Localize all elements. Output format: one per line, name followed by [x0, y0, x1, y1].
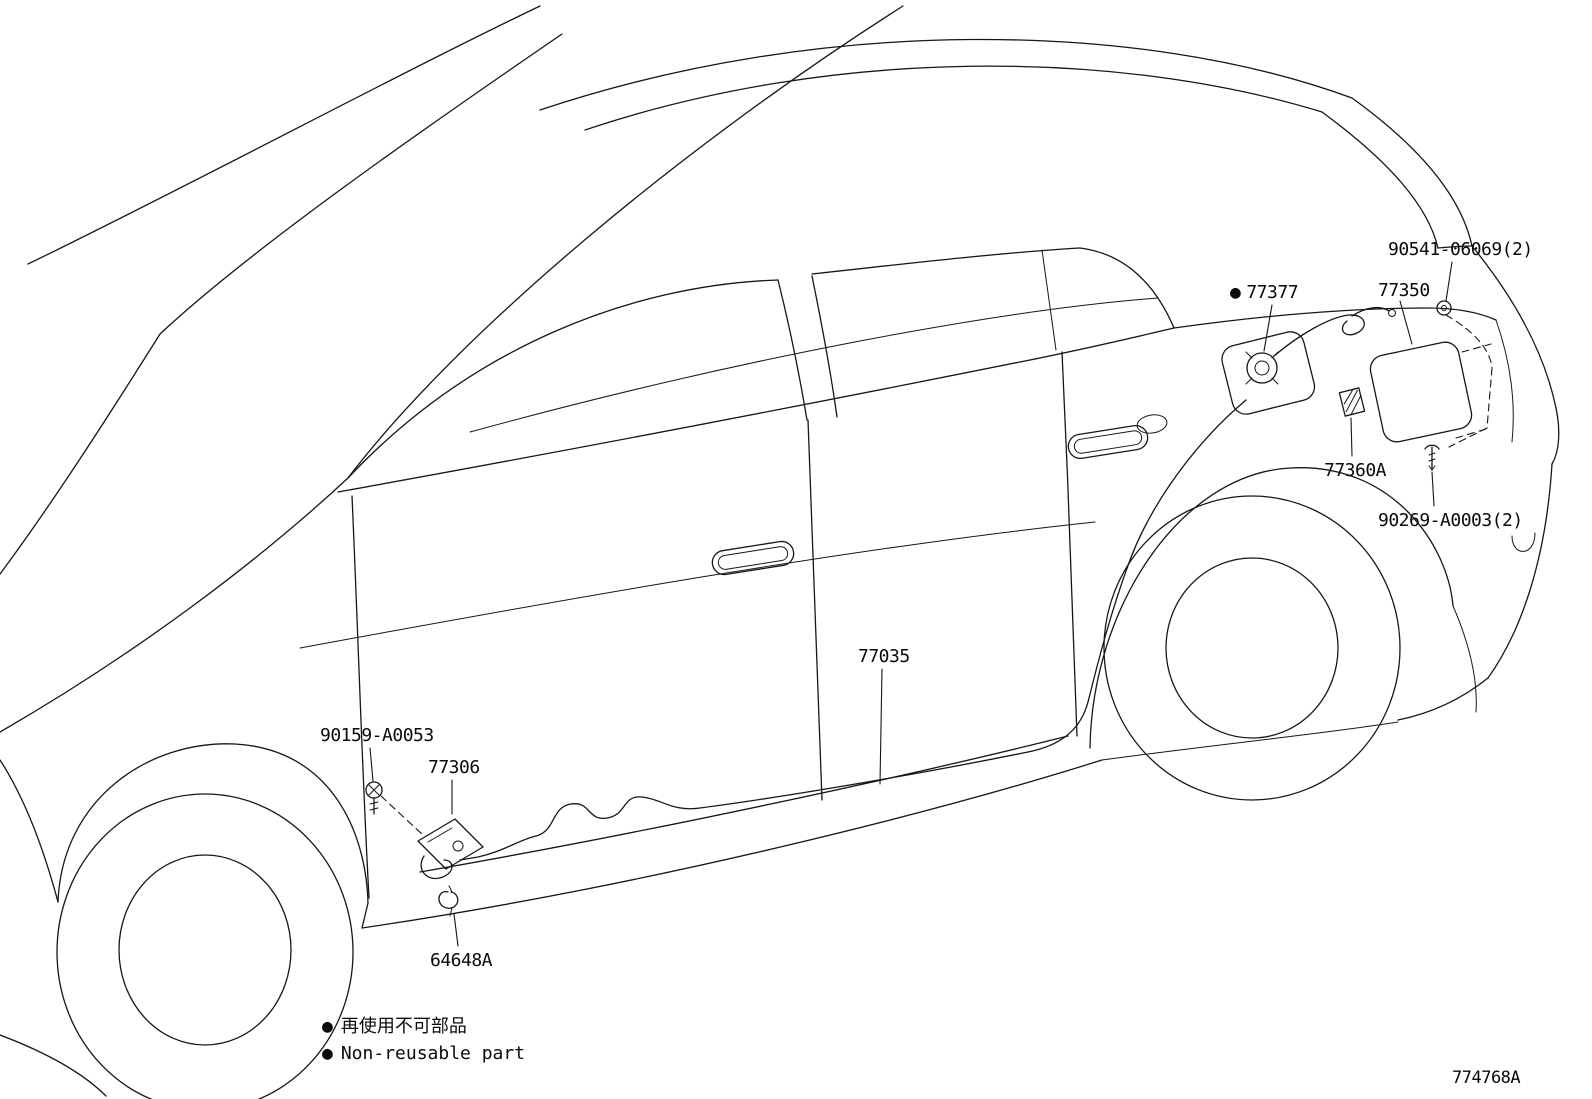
non-reusable-bullet-icon: ● [322, 1043, 333, 1064]
fuel-lid-install-dashes [1445, 314, 1493, 448]
lid-lock-opener-77306 [417, 818, 484, 880]
screw-90541 [1436, 300, 1452, 316]
pin-90269 [1424, 444, 1440, 471]
legend-en-text: Non-reusable part [340, 1043, 526, 1064]
part-label-77377: ●77377 [1230, 282, 1299, 303]
part-label-90541-06069: 90541-06069(2) [1388, 239, 1533, 260]
rear-door-handle [1067, 424, 1149, 460]
part-label-90159-a0053: 90159-A0053 [320, 725, 434, 746]
part-label-77377-text: 77377 [1246, 282, 1299, 303]
non-reusable-bullet-icon: ● [322, 1016, 333, 1037]
diagram-doc-number: 774768A [1452, 1068, 1521, 1088]
car-body-outline [0, 5, 1560, 1099]
non-reusable-bullet-icon: ● [1230, 282, 1241, 303]
fuel-lid-77350 [1369, 341, 1473, 443]
legend-jp-text: 再使用不可部品 [340, 1016, 467, 1037]
leader-lines [369, 261, 1453, 947]
part-label-77306: 77306 [428, 757, 480, 778]
screw-90159 [365, 781, 425, 837]
fuel-cable-77035 [459, 399, 1247, 861]
body-u-mark [1511, 532, 1536, 552]
clamp-64648a [438, 885, 459, 917]
fuel-filler-recess [1221, 331, 1316, 415]
part-label-77035: 77035 [858, 646, 910, 667]
fuel-grommet-77377 [1245, 306, 1396, 385]
front-door-handle [711, 540, 795, 576]
rear-handle-recess [1136, 414, 1168, 434]
legend-non-reusable-en: ● Non-reusable part [322, 1044, 525, 1064]
protector-77360a [1338, 387, 1366, 417]
part-label-77360a: 77360A [1324, 460, 1387, 481]
legend-non-reusable-jp: ● 再使用不可部品 [322, 1017, 467, 1037]
part-label-90269-a0003: 90269-A0003(2) [1378, 510, 1523, 531]
part-label-64648a: 64648A [430, 950, 493, 971]
part-label-77350: 77350 [1378, 280, 1430, 301]
